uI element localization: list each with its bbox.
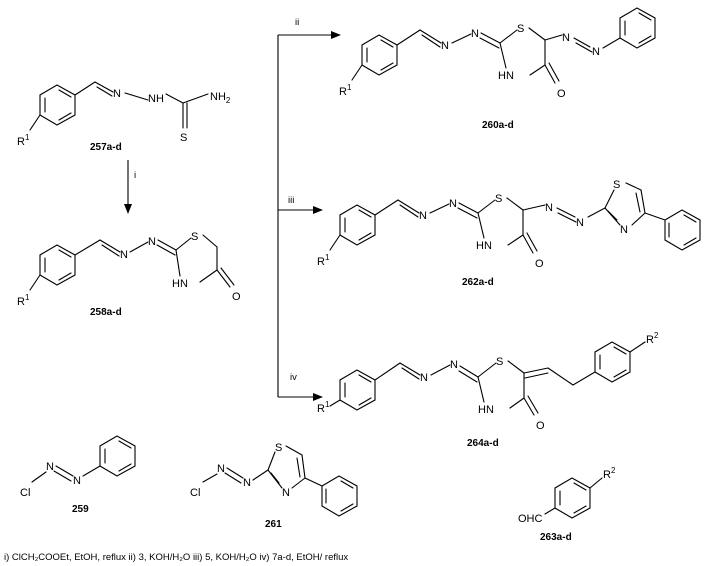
reaction-conditions-footnote: i) ClCH₂COOEt, EtOH, reflux ii) 3, KOH/H… [4,552,348,563]
compound-262: R1 N N S HN O N N S N 262a-d [317,179,701,288]
azo-nitrogen-1: N [562,32,570,44]
compound-257: R1 N NH NH2 S 257a-d [17,81,231,153]
phenyl-ring [321,475,358,517]
phenyl-ring [664,209,701,251]
azo-nitrogen-1: N [217,463,225,475]
azo-nitrogen-2: N [243,477,251,489]
ring-sulfur: S [191,231,198,243]
azo-nitrogen-2: N [73,475,81,487]
reagent-i-label: i [134,170,136,181]
thione-sulfur: S [180,132,187,144]
arrow-iv: iv [278,372,323,401]
phenyl-ring [619,7,656,49]
azine-nitrogen: N [148,236,156,248]
carbonyl-oxygen: O [535,258,544,270]
ring-sulfur: S [496,356,503,368]
compound-label-261: 261 [265,519,282,530]
compound-260: R1 N N S HN O N N 260a-d [339,7,656,131]
compound-label-259: 259 [72,504,89,515]
ring-sulfur: S [495,193,502,205]
r1-substituent: R1 [339,83,352,98]
compound-258: R1 N N S HN O 258a-d [17,231,241,318]
benzene-ring [554,477,591,519]
reagent-iii-label: iii [288,195,294,206]
azo-nitrogen-1: N [46,461,54,473]
azo-nitrogen-2: N [592,46,600,58]
azine-nitrogen: N [449,198,457,210]
compound-259: Cl N N 259 [20,435,136,515]
r2-substituent: R2 [603,466,616,481]
benzene-ring [339,204,376,246]
benzene-ring [361,34,398,76]
reagent-ii-label: ii [295,17,299,28]
arrow-iii: iii [278,195,323,214]
thiazole-nitrogen: N [620,224,628,236]
compound-264: R1 N N S HN O R2 264a-d [317,331,659,449]
ring-nh: HN [478,404,494,416]
nh2-group: NH2 [210,91,231,105]
ring-nh: HN [172,278,188,290]
phenyl-ring [594,341,631,383]
ring-sulfur: S [517,23,524,35]
r1-substituent: R1 [317,400,330,415]
r1-substituent: R1 [17,293,30,308]
compound-label-257: 257a-d [90,142,122,153]
azine-nitrogen: N [450,359,458,371]
carbonyl-oxygen: O [536,420,545,432]
chlorine: Cl [20,487,30,499]
benzene-ring [339,369,376,411]
azo-nitrogen-1: N [545,202,553,214]
nh-group: NH [148,93,164,105]
imine-nitrogen: N [420,372,428,384]
imine-nitrogen: N [113,88,121,100]
benzene-ring [39,244,76,286]
aldehyde-group: OHC [518,513,543,525]
compound-label-258: 258a-d [90,307,122,318]
thiazole-ring [267,445,306,489]
chlorine: Cl [190,487,200,499]
thiazole-sulfur: S [275,442,282,454]
compound-label-262: 262a-d [462,277,494,288]
compound-label-263: 263a-d [540,532,572,543]
r2-substituent: R2 [646,331,659,346]
azine-nitrogen: N [471,28,479,40]
compound-261: Cl N N S N 261 [190,442,358,530]
azo-nitrogen-2: N [576,217,584,229]
compound-label-260: 260a-d [482,120,514,131]
r1-substituent: R1 [317,253,330,268]
imine-nitrogen: N [120,249,128,261]
carbonyl-oxygen: O [232,291,241,303]
phenyl-ring [99,435,136,477]
thiazole-ring [604,182,646,226]
ring-nh: HN [476,240,492,252]
thiazole-sulfur: S [613,179,620,191]
arrow-ii: ii [278,17,341,39]
ring-nh: HN [498,70,514,82]
thiazole-nitrogen: N [282,487,290,499]
carbonyl-oxygen: O [557,88,566,100]
imine-nitrogen: N [441,40,449,52]
reagent-iv-label: iv [290,372,297,383]
compound-263: OHC R2 263a-d [518,466,616,543]
compound-label-264: 264a-d [467,438,499,449]
benzene-ring [39,84,76,126]
arrow-i: i [124,160,136,214]
imine-nitrogen: N [419,210,427,222]
r1-substituent: R1 [17,133,30,148]
